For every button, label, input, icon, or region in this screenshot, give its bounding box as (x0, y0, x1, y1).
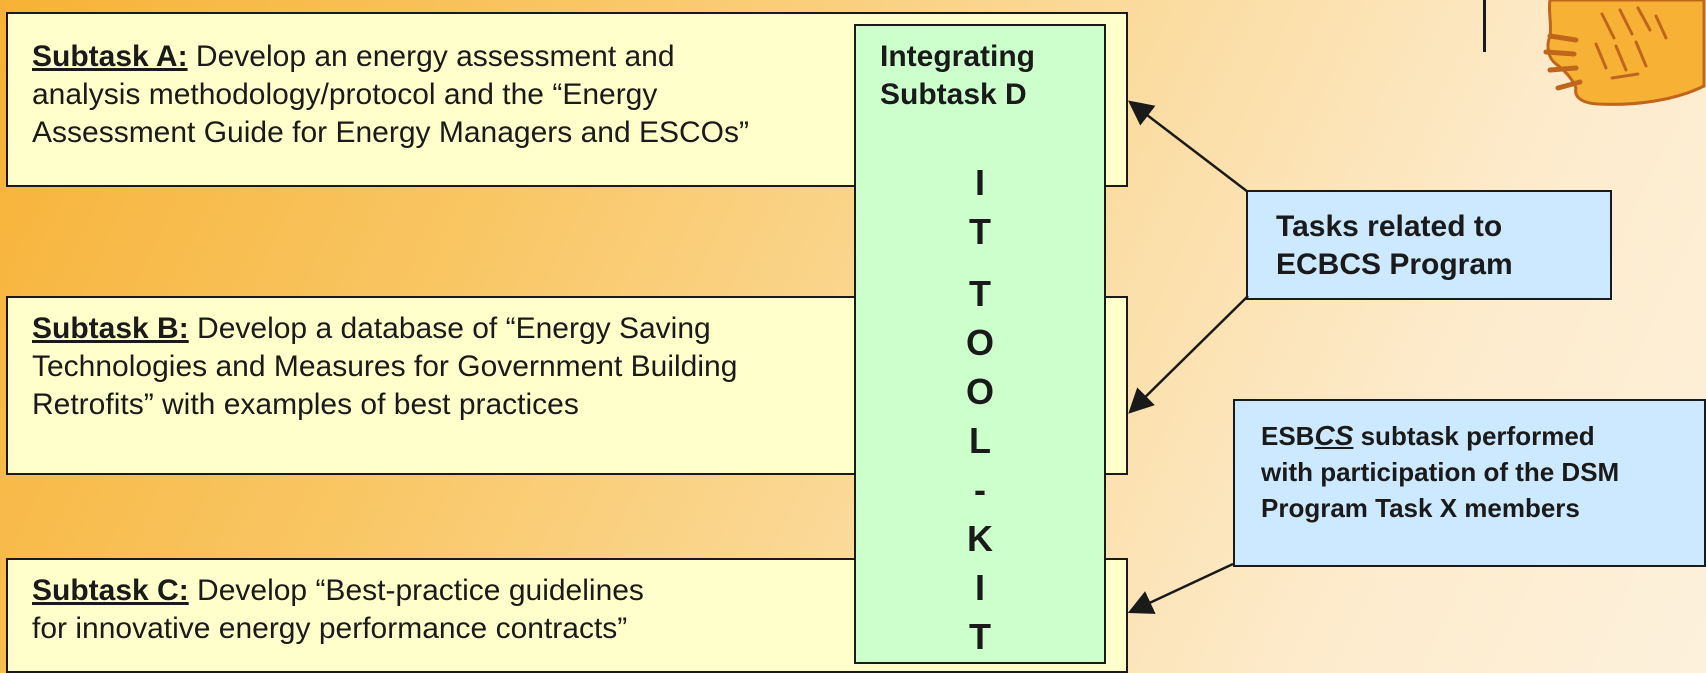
esbcs-subtask-callout: ESBCS subtask performed with participati… (1233, 399, 1706, 567)
esbcs-callout-text-1: subtask performed (1353, 421, 1595, 451)
toolkit-letter: T (969, 273, 991, 314)
divider-line (1483, 0, 1486, 52)
arrow-to-subtask-c-icon (1127, 562, 1234, 614)
subtask-a-line-3: Assessment Guide for Energy Managers and… (32, 116, 749, 149)
ecbcs-callout-line-2: ECBCS Program (1276, 248, 1513, 281)
subtask-b-line-3: Retrofits” with examples of best practic… (32, 388, 579, 421)
toolkit-letter: I (974, 567, 985, 608)
subtask-b-label: Subtask B: (32, 312, 189, 345)
subtask-c-line-1: Subtask C: Develop “Best-practice guidel… (32, 572, 1126, 610)
partial-logo-icon (1543, 0, 1706, 106)
toolkit-letter: K (967, 518, 993, 559)
toolkit-letter: I (974, 162, 985, 203)
subtask-b-line-2: Technologies and Measures for Government… (32, 350, 738, 383)
toolkit-letter: T (969, 211, 991, 252)
ecbcs-tasks-callout: Tasks related to ECBCS Program (1246, 190, 1612, 300)
esbcs-callout-line-2: with participation of the DSM (1261, 457, 1620, 487)
subtask-b-text-1: Develop a database of “Energy Saving (188, 312, 711, 345)
esbcs-emphasis: CS (1314, 420, 1354, 451)
arrow-to-subtask-a-icon (1128, 100, 1249, 193)
arrow-to-subtask-b-icon (1128, 295, 1249, 414)
subtask-c-line-2: for innovative energy performance contra… (32, 612, 628, 645)
subtask-a-text-1: Develop an energy assessment and (187, 40, 675, 73)
logo-hatch (1594, 6, 1668, 80)
integrating-subtask-d-title: Integrating Subtask D (880, 38, 1035, 114)
toolkit-letter: - (974, 469, 986, 510)
esbcs-callout-line-1: ESBCS subtask performed (1261, 418, 1704, 454)
subtask-a-line-2: analysis methodology/protocol and the “E… (32, 78, 658, 111)
subtask-a-label: Subtask A: (32, 40, 188, 73)
esbcs-callout-line-3: Program Task X members (1261, 493, 1580, 523)
logo-fringe (1543, 33, 1583, 91)
it-toolkit-vertical-text: I T T O O L - K I T (856, 158, 1104, 661)
subtask-d-title-line-2: Subtask D (880, 78, 1027, 111)
ecbcs-callout-line-1: Tasks related to (1276, 210, 1503, 243)
toolkit-letter: O (965, 322, 994, 363)
subtask-a-line-1: Subtask A: Develop an energy assessment … (32, 38, 1126, 76)
toolkit-letter: O (965, 371, 994, 412)
subtask-d-title-line-1: Integrating (880, 40, 1035, 73)
toolkit-letter: T (969, 616, 991, 657)
subtask-c-label: Subtask C: (32, 574, 189, 607)
subtask-b-line-1: Subtask B: Develop a database of “Energy… (32, 310, 1126, 348)
integrating-subtask-d-box: Integrating Subtask D I T T O O L - K I … (854, 24, 1106, 664)
subtask-c-text-1: Develop “Best-practice guidelines (188, 574, 644, 607)
esbcs-prefix: ESB (1261, 421, 1315, 451)
toolkit-letter: L (969, 420, 991, 461)
